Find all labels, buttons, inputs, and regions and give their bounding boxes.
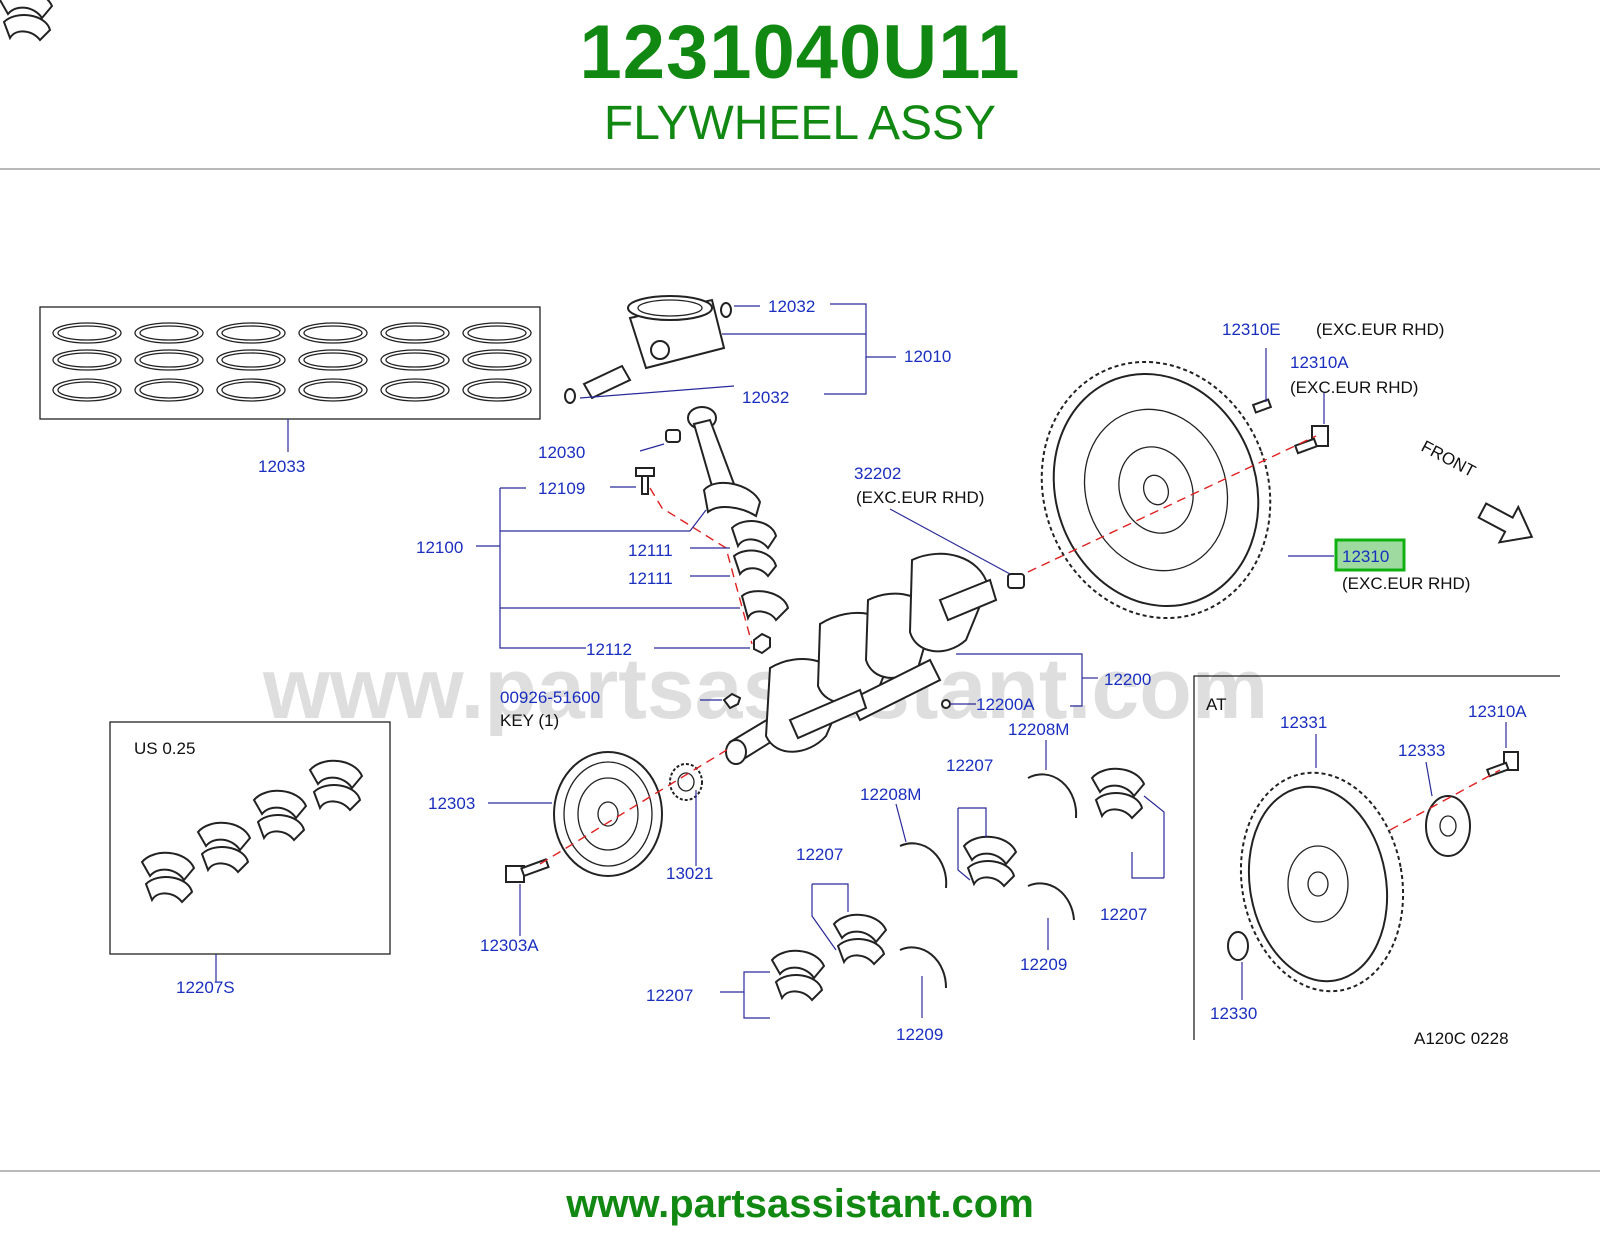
callout-00926-51600[interactable]: 00926-51600 bbox=[500, 688, 600, 707]
callout-12100[interactable]: 12100 bbox=[416, 538, 463, 557]
callout-12032-top[interactable]: 12032 bbox=[768, 297, 815, 316]
page-header: 1231040U11 FLYWHEEL ASSY bbox=[0, 0, 1600, 168]
callout-12112[interactable]: 12112 bbox=[586, 640, 632, 659]
callout-12207-d[interactable]: 12207 bbox=[1100, 905, 1147, 924]
callout-12207S[interactable]: 12207S bbox=[176, 978, 235, 997]
callout-12310E[interactable]: 12310E bbox=[1222, 320, 1281, 339]
callout-12010[interactable]: 12010 bbox=[904, 347, 951, 366]
drive-plate-icon bbox=[1239, 771, 1405, 993]
callout-12207-c[interactable]: 12207 bbox=[646, 986, 693, 1005]
dowel-pin-icon bbox=[1251, 398, 1273, 414]
note-at-panel: AT bbox=[1206, 695, 1226, 714]
part-number-title: 1231040U11 bbox=[579, 10, 1021, 95]
main-bearings-icon bbox=[0, 0, 1145, 1001]
callout-12310A-at[interactable]: 12310A bbox=[1468, 702, 1527, 721]
flywheel-icon bbox=[1040, 360, 1272, 620]
piston-pin-icon bbox=[582, 364, 632, 400]
rod-nut-icon bbox=[753, 632, 771, 655]
rod-bearing-lower-icon bbox=[732, 549, 778, 578]
note-exc-32202: (EXC.EUR RHD) bbox=[856, 488, 984, 507]
callout-12033[interactable]: 12033 bbox=[258, 457, 305, 476]
callout-12200[interactable]: 12200 bbox=[1104, 670, 1151, 689]
callout-12207-b[interactable]: 12207 bbox=[796, 845, 843, 864]
note-exc-12310: (EXC.EUR RHD) bbox=[1342, 574, 1470, 593]
callout-12310A-top[interactable]: 12310A bbox=[1290, 353, 1349, 372]
callout-12111-b[interactable]: 12111 bbox=[628, 569, 673, 588]
at-panel-frame bbox=[1193, 675, 1560, 1040]
snap-ring-bottom-icon bbox=[564, 388, 576, 404]
front-direction-arrow-icon bbox=[1477, 502, 1534, 544]
pilot-converter-icon bbox=[1227, 931, 1249, 961]
note-exc-12310E: (EXC.EUR RHD) bbox=[1316, 320, 1444, 339]
note-exc-12310A: (EXC.EUR RHD) bbox=[1290, 378, 1418, 397]
callout-12303A[interactable]: 12303A bbox=[480, 936, 539, 955]
note-undersize: US 0.25 bbox=[134, 739, 195, 758]
crank-plug-icon bbox=[941, 699, 951, 709]
crank-pulley-icon bbox=[553, 751, 663, 877]
header-divider bbox=[0, 168, 1600, 170]
rod-bolt-icon bbox=[635, 467, 655, 495]
thrust-washers-icon bbox=[899, 773, 1078, 989]
callout-12208M-b[interactable]: 12208M bbox=[1008, 720, 1069, 739]
piston-ring-set-box bbox=[39, 306, 541, 420]
note-front: FRONT bbox=[1418, 437, 1479, 481]
note-key-qty: KEY (1) bbox=[500, 711, 559, 730]
footer-divider bbox=[0, 1170, 1600, 1172]
callout-12330[interactable]: 12330 bbox=[1210, 1004, 1257, 1023]
callout-12208M-a[interactable]: 12208M bbox=[860, 785, 921, 804]
callout-12333[interactable]: 12333 bbox=[1398, 741, 1445, 760]
rod-bearing-upper-icon bbox=[730, 520, 778, 550]
connecting-rod-icon bbox=[687, 406, 762, 518]
flywheel-bolt-icon bbox=[1293, 425, 1329, 455]
footer-website-link[interactable]: www.partsassistant.com bbox=[566, 1182, 1034, 1226]
callout-12200A[interactable]: 12200A bbox=[976, 695, 1035, 714]
timing-sprocket-icon bbox=[669, 763, 703, 801]
snap-ring-top-icon bbox=[720, 302, 732, 318]
callout-12032-bottom[interactable]: 12032 bbox=[742, 388, 789, 407]
callout-13021[interactable]: 13021 bbox=[666, 864, 713, 883]
undersize-bearings-icon bbox=[141, 759, 363, 903]
undersize-bearing-set-box bbox=[109, 721, 391, 955]
woodruff-key-icon bbox=[722, 692, 742, 710]
part-name-subtitle: FLYWHEEL ASSY bbox=[603, 97, 997, 150]
bushing-icon bbox=[665, 429, 681, 443]
callout-12209-a[interactable]: 12209 bbox=[1020, 955, 1067, 974]
callout-12109[interactable]: 12109 bbox=[538, 479, 585, 498]
callout-12331[interactable]: 12331 bbox=[1280, 713, 1327, 732]
callout-12310-highlighted[interactable]: 12310 bbox=[1342, 547, 1389, 566]
piston-icon bbox=[627, 295, 726, 370]
callout-12207-a[interactable]: 12207 bbox=[946, 756, 993, 775]
note-figure-code: A120C 0228 bbox=[1414, 1029, 1509, 1048]
rod-cap-icon bbox=[740, 590, 790, 622]
piston-rings-group bbox=[52, 322, 532, 402]
pilot-bushing-icon bbox=[1007, 573, 1025, 589]
callout-32202[interactable]: 32202 bbox=[854, 464, 901, 483]
callout-12111-a[interactable]: 12111 bbox=[628, 541, 673, 560]
callout-12209-b[interactable]: 12209 bbox=[896, 1025, 943, 1044]
highlight-box-12310 bbox=[1334, 538, 1406, 572]
callout-12303[interactable]: 12303 bbox=[428, 794, 475, 813]
crankshaft-icon bbox=[725, 552, 998, 765]
callout-12030[interactable]: 12030 bbox=[538, 443, 585, 462]
adapter-plate-icon bbox=[1425, 795, 1471, 857]
drive-plate-bolt-icon bbox=[1485, 751, 1519, 778]
